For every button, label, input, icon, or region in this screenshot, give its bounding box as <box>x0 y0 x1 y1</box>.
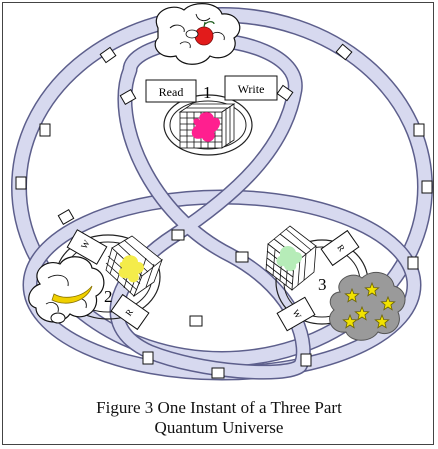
read-box-3 <box>320 229 360 267</box>
read-box-1 <box>145 79 197 103</box>
write-box-1 <box>224 75 278 101</box>
figure-caption-line-1: Figure 3 One Instant of a Three Part <box>96 398 342 417</box>
stars-group <box>342 281 396 329</box>
ring-box <box>421 180 433 194</box>
ring-box <box>211 367 225 379</box>
star-icon <box>354 305 370 321</box>
figure-caption-line-2: Quantum Universe <box>154 418 284 437</box>
banana-brain-icon <box>28 256 105 324</box>
node-3: R W 3 <box>265 225 369 332</box>
write-box-2 <box>66 229 108 265</box>
node-number-1: 1 <box>203 83 212 102</box>
apple-brain-icon <box>154 3 241 65</box>
star-icon <box>380 295 396 311</box>
ring-box <box>142 351 154 365</box>
node-1-blob <box>191 112 220 142</box>
node-2-blob <box>118 255 144 283</box>
node-number-3: 3 <box>318 275 327 294</box>
star-icon <box>364 281 380 297</box>
read-box-2 <box>110 293 150 331</box>
read-label-3: R <box>335 243 347 254</box>
ring-box <box>235 251 249 263</box>
ring-box <box>171 229 185 241</box>
read-label-2: R <box>123 307 135 318</box>
ring-box <box>276 84 294 102</box>
ring-box <box>119 88 137 106</box>
star-icon <box>342 313 358 329</box>
node-2: W R 2 <box>55 229 163 331</box>
ring-box <box>15 176 27 190</box>
ring-box <box>189 315 203 327</box>
ring-box <box>39 123 51 137</box>
star-icon <box>374 313 390 329</box>
ring-box <box>413 123 425 137</box>
write-box-3 <box>276 296 316 332</box>
ring-box <box>335 43 353 61</box>
star-icon <box>344 287 360 303</box>
ring-box <box>57 208 75 226</box>
read-label-1: Read <box>159 85 184 99</box>
ring-box <box>407 256 419 270</box>
ring-boxes <box>15 43 433 379</box>
ring-box <box>300 353 312 367</box>
node-1: Read Write 1 <box>145 75 278 156</box>
figure-frame <box>2 2 434 445</box>
node-3-blob <box>276 246 302 272</box>
ring-box <box>99 46 117 64</box>
node-1-ring <box>163 94 253 156</box>
write-label-1: Write <box>238 82 265 96</box>
node-number-2: 2 <box>104 287 113 306</box>
